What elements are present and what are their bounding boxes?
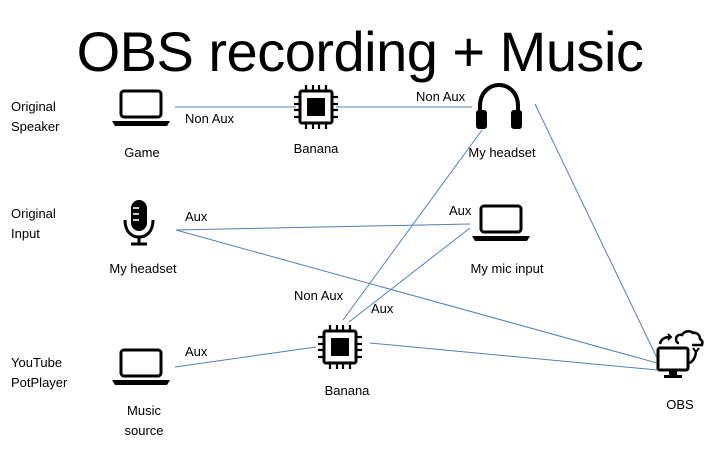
- node-label-banana-bottom: Banana: [324, 383, 370, 398]
- node-label-my-headset-mic: My headset: [109, 261, 177, 276]
- node-label-my-headset-top: My headset: [468, 145, 536, 160]
- node-label-game: Game: [124, 145, 160, 160]
- connector-banana-bottom-obs: [369, 342, 658, 371]
- edge-label-mic-aux: Aux: [185, 209, 208, 224]
- diagram-title: OBS recording + Music: [76, 20, 644, 83]
- chip-icon: [318, 325, 362, 369]
- row-label-speaker: Original Speaker: [11, 99, 60, 134]
- connector-mic-micinput: [175, 223, 471, 231]
- connector-micinput-banana-bottom: [348, 227, 471, 323]
- edge-label-music-aux: Aux: [185, 344, 208, 359]
- connector-music-banana-bottom: [174, 346, 317, 368]
- node-label-my-mic-input: My mic input: [470, 261, 544, 276]
- chip-icon: [294, 85, 338, 129]
- edge-label-mic-input-aux: Aux: [449, 203, 472, 218]
- headphones-icon: [476, 82, 522, 129]
- connector-headset-banana-bottom: [342, 129, 483, 321]
- row-label-input: Original Input: [11, 206, 56, 241]
- node-label-obs: OBS: [666, 397, 694, 412]
- microphone-icon: [123, 200, 155, 246]
- cloud-sync-computer-icon: [656, 330, 704, 378]
- edge-label-banana-headset: Non Aux: [416, 89, 466, 104]
- laptop-icon: [472, 204, 530, 241]
- laptop-icon: [112, 89, 170, 126]
- node-label-banana-top: Banana: [293, 141, 339, 156]
- connector-headset-obs: [534, 103, 658, 359]
- edge-label-game-banana: Non Aux: [185, 111, 235, 126]
- row-label-youtube: YouTube PotPlayer: [11, 355, 68, 390]
- node-label-music-source: Music source: [124, 403, 164, 438]
- edge-label-banana-bottom-aux: Aux: [371, 301, 394, 316]
- laptop-icon: [112, 348, 170, 385]
- connector-mic-obs: [175, 229, 658, 364]
- edge-label-banana-bottom-non-aux: Non Aux: [294, 288, 344, 303]
